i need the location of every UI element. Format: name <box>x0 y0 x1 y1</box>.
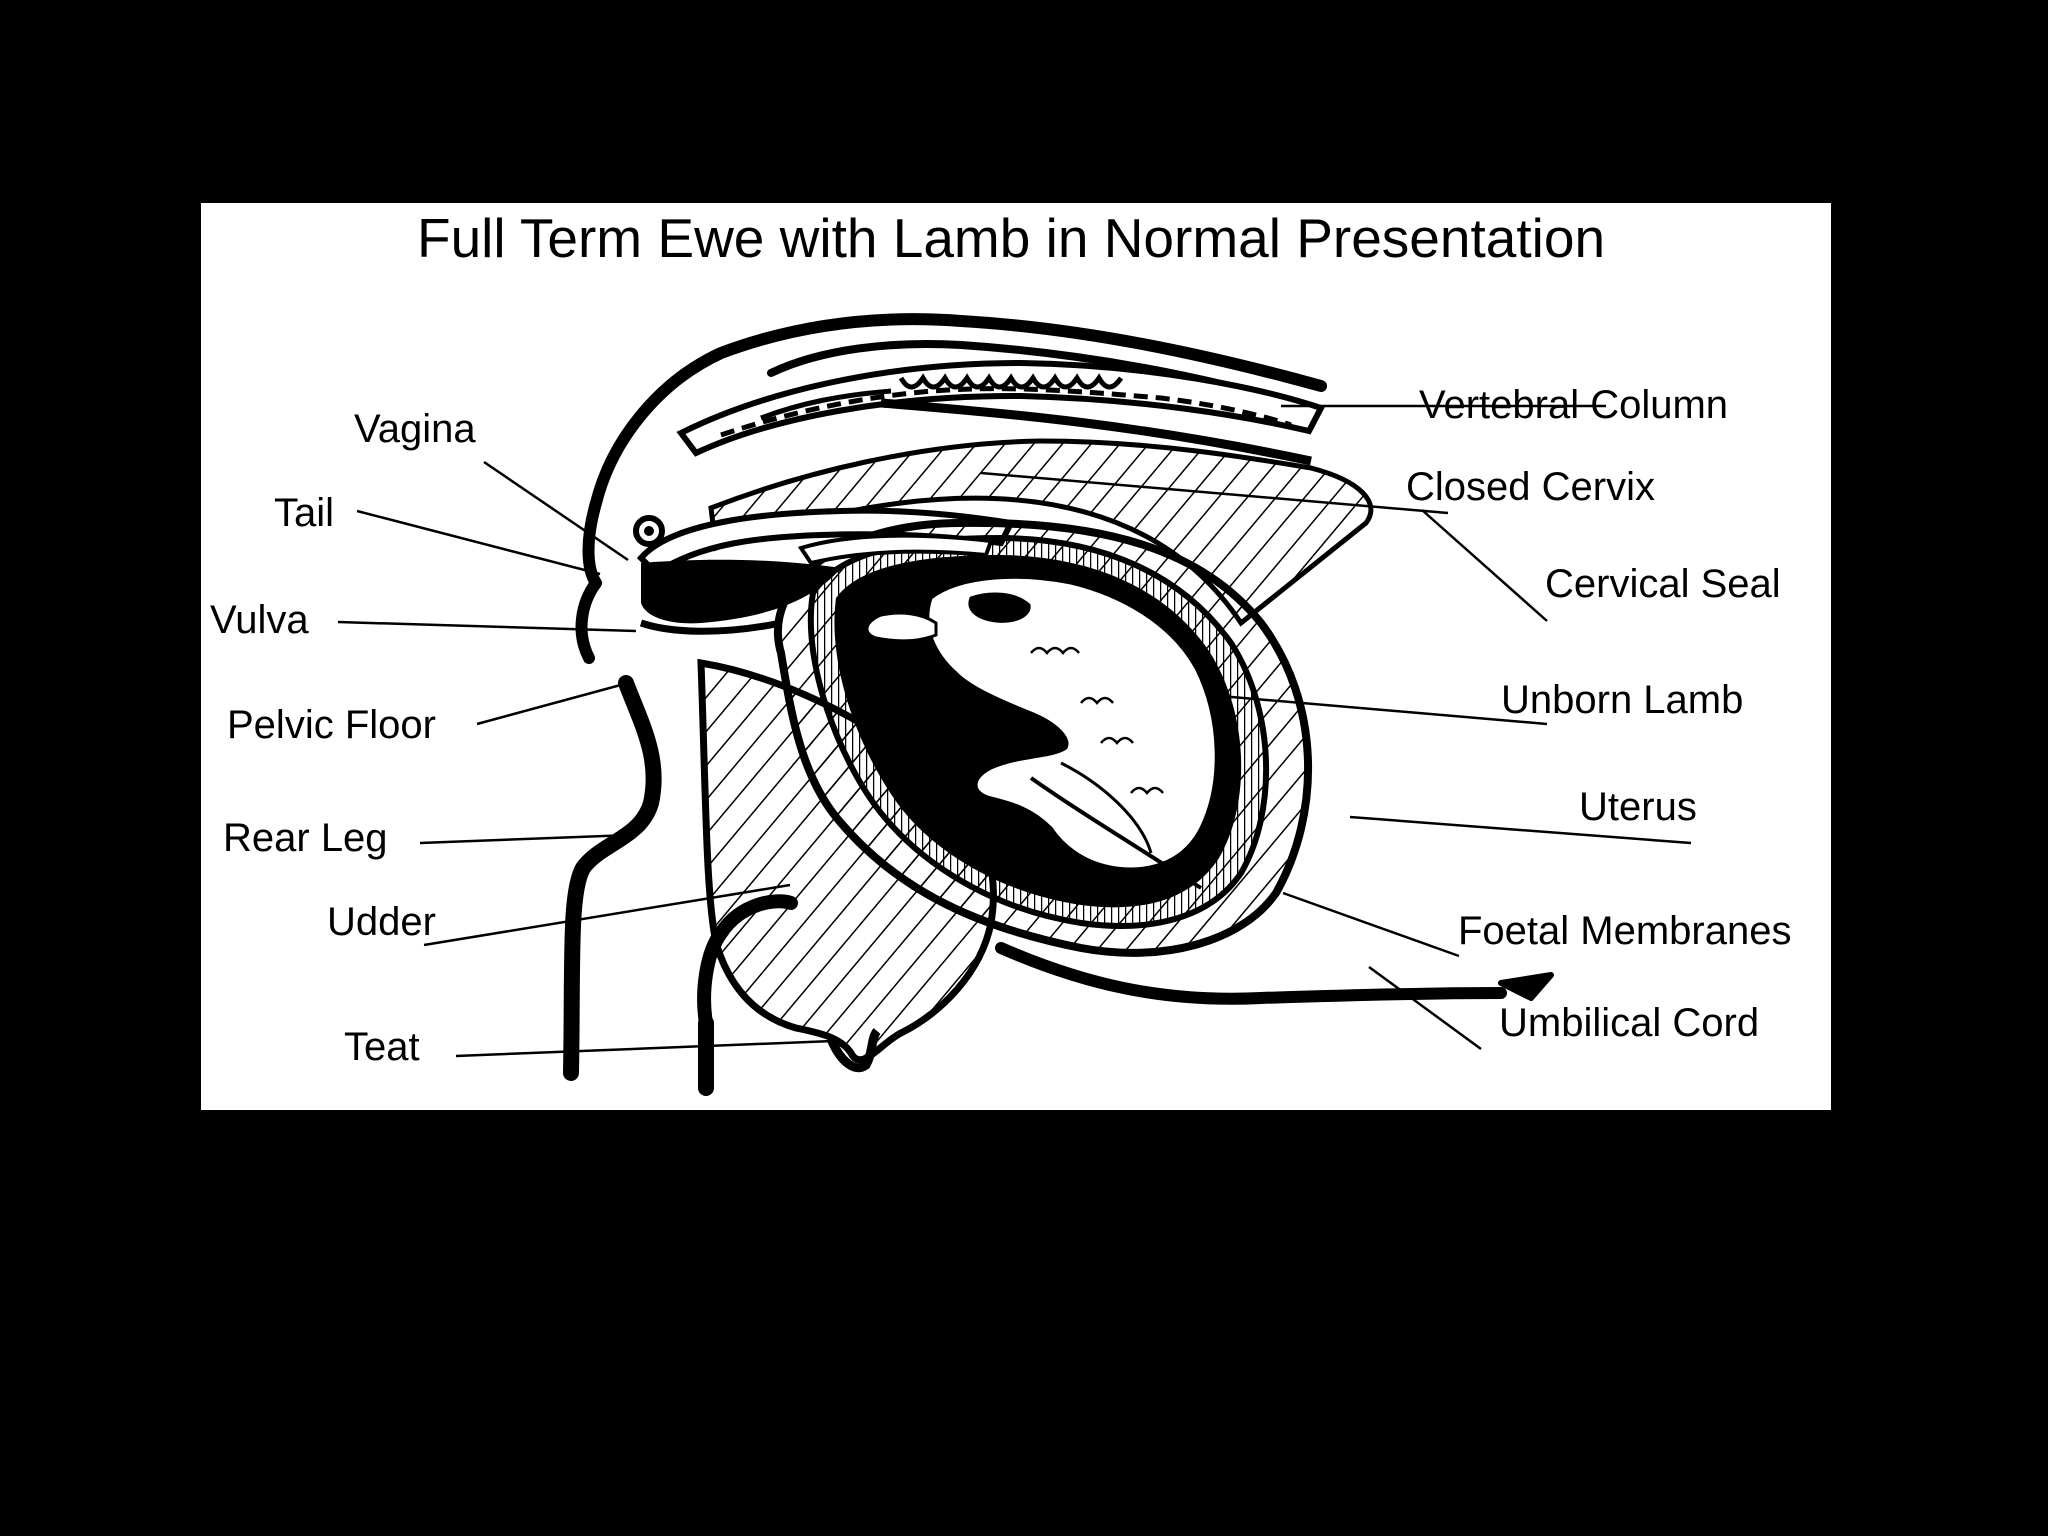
diagram-title: Full Term Ewe with Lamb in Normal Presen… <box>417 207 1605 269</box>
cervix <box>797 533 994 566</box>
umbilical-cord <box>1029 776 1203 890</box>
label-closed-cervix: Closed Cervix <box>1406 465 1655 509</box>
label-umbilical-cord: Umbilical Cord <box>1499 1001 1759 1045</box>
label-tail: Tail <box>274 491 334 535</box>
label-teat: Teat <box>344 1025 420 1069</box>
vertebral-column <box>676 359 1326 466</box>
label-udder: Udder <box>327 900 436 944</box>
label-rear-leg: Rear Leg <box>223 816 388 860</box>
unborn-lamb <box>865 575 1218 871</box>
leader-lines <box>337 404 1692 1058</box>
label-vulva: Vulva <box>210 598 309 642</box>
label-vagina: Vagina <box>354 407 476 451</box>
label-uterus: Uterus <box>1579 785 1697 829</box>
label-pelvic-floor: Pelvic Floor <box>227 703 436 747</box>
label-cervical-seal: Cervical Seal <box>1545 562 1781 606</box>
label-foetal-membranes: Foetal Membranes <box>1458 909 1791 953</box>
label-vertebral-column: Vertebral Column <box>1419 383 1728 427</box>
diagram-panel: Full Term Ewe with Lamb in Normal Presen… <box>201 203 1831 1110</box>
teat-outline <box>826 1028 881 1073</box>
ewe-anatomy-diagram: Full Term Ewe with Lamb in Normal Presen… <box>210 207 1791 1096</box>
label-unborn-lamb: Unborn Lamb <box>1501 678 1743 722</box>
